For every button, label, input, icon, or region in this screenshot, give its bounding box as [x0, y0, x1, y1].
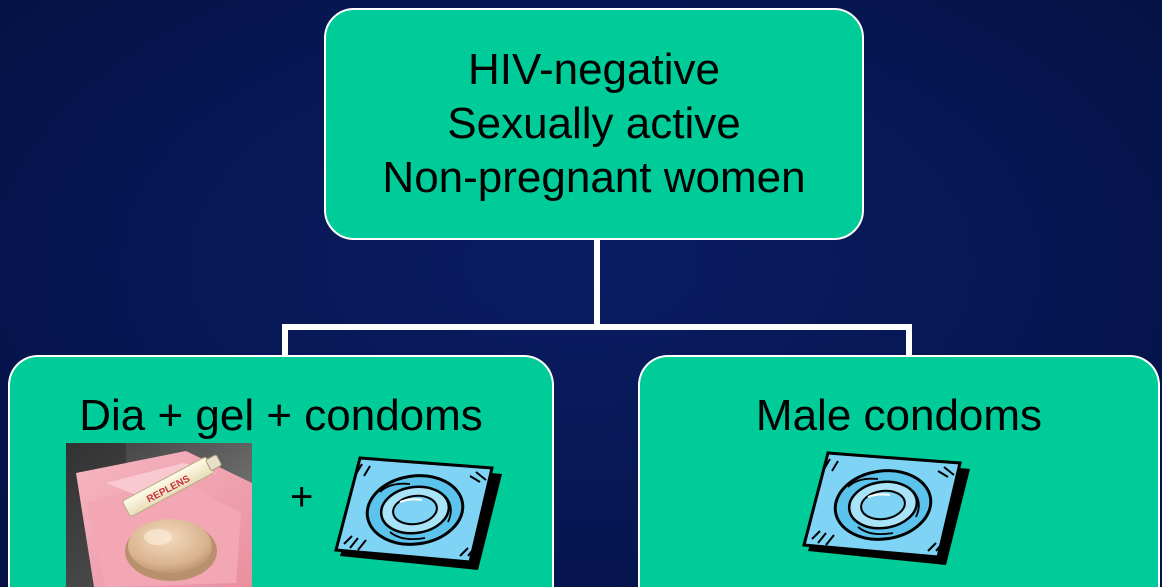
connector-left-branch	[282, 324, 288, 357]
diaphragm-gel-photo: REPLENS	[66, 443, 252, 587]
control-arm-title: Male condoms	[755, 391, 1043, 440]
condom-packet-icon	[802, 451, 970, 565]
intervention-arm-title: Dia + gel + condoms	[79, 391, 483, 440]
plus-sign: +	[290, 475, 314, 519]
population-line-1: HIV-negative	[468, 45, 720, 94]
population-box: HIV-negative Sexually active Non-pregnan…	[324, 8, 864, 240]
connector-vertical	[594, 240, 600, 328]
population-line-3: Non-pregnant women	[382, 153, 806, 202]
condom-packet-icon	[334, 456, 502, 570]
population-line-2: Sexually active	[447, 99, 741, 148]
connector-horizontal	[282, 324, 912, 330]
connector-right-branch	[906, 324, 912, 357]
